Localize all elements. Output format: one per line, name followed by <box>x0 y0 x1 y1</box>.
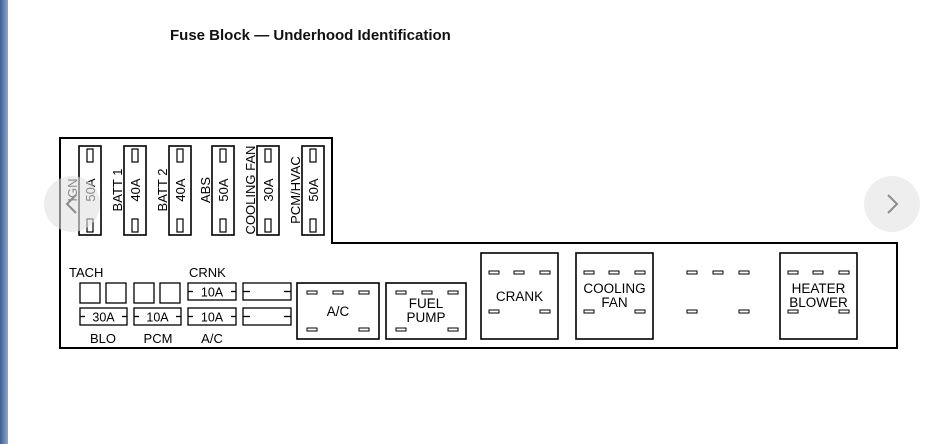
relay-label: FUEL <box>409 296 444 311</box>
mini-fuse-area: TACH CRNK 10A 30A <box>69 265 292 346</box>
relay-label: FAN <box>601 295 627 310</box>
fuse-name: COOLING FAN <box>243 146 258 235</box>
ac-label: A/C <box>201 331 223 346</box>
fuse-block-outline <box>59 137 898 349</box>
pcm-label: PCM <box>144 331 173 346</box>
fuse-name: BATT 1 <box>110 169 125 212</box>
mini-fuse-ac: 10A <box>187 307 237 326</box>
relay-label: BLOWER <box>789 295 848 310</box>
mini-fuse-empty <box>242 282 292 301</box>
fuse-rating: 50A <box>306 178 321 201</box>
mini-fuse-blo: 30A <box>79 307 128 326</box>
previous-button[interactable] <box>44 176 100 232</box>
fuse-rating: 30A <box>261 178 276 201</box>
relay-label: PUMP <box>406 310 445 325</box>
blo-fuse-rating: 30A <box>92 311 115 325</box>
mini-fuse-socket <box>159 282 181 304</box>
fuse-rating: 40A <box>128 178 143 201</box>
crnk-fuse-rating: 10A <box>201 286 224 300</box>
fuse-name: BATT 2 <box>155 169 170 212</box>
mini-fuse-empty <box>242 307 292 326</box>
relay-label: COOLING <box>583 281 645 296</box>
relay <box>686 270 750 314</box>
window-left-edge <box>0 0 8 444</box>
mini-fuse-socket <box>105 282 127 304</box>
ac-fuse-rating: 10A <box>201 311 224 325</box>
blo-label: BLO <box>90 331 116 346</box>
relay-label: HEATER <box>792 281 846 296</box>
fuse-rating: 50A <box>216 178 231 201</box>
mini-fuse-crnk: 10A <box>187 282 237 301</box>
next-button[interactable] <box>864 176 920 232</box>
relay-label: CRANK <box>496 289 543 304</box>
mini-fuse-socket <box>79 282 101 304</box>
chevron-left-icon <box>65 194 77 214</box>
mini-fuse-socket <box>133 282 155 304</box>
relay: A/C <box>296 282 380 340</box>
chevron-right-icon <box>887 194 899 214</box>
fuse-name: PCM/HVAC <box>288 156 303 224</box>
relay: CRANK <box>480 252 559 340</box>
crnk-label: CRNK <box>189 265 226 280</box>
pcm-fuse-rating: 10A <box>146 311 169 325</box>
fuse-rating: 40A <box>173 178 188 201</box>
relay-label: A/C <box>327 304 350 319</box>
page-title: Fuse Block — Underhood Identification <box>170 27 451 44</box>
fuse-name: ABS <box>198 177 213 203</box>
tach-label: TACH <box>69 265 103 280</box>
mini-fuse-pcm: 10A <box>133 307 182 326</box>
